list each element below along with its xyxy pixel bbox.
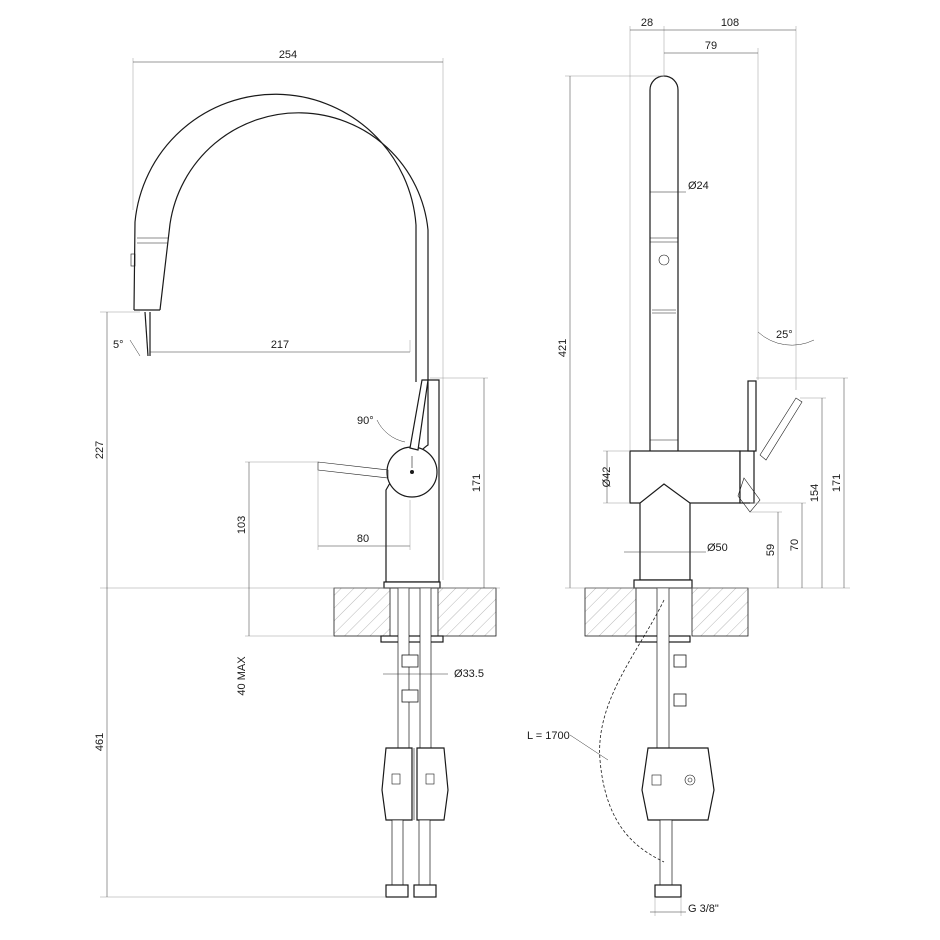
label-base-height: 59 (765, 544, 777, 556)
front-view: 254 217 80 5° 90° 227 103 40 MAX 461 171… (94, 49, 500, 898)
label-handle-angle: 90° (357, 415, 374, 427)
front-countertop (333, 587, 497, 637)
label-spout-diameter: Ø24 (688, 180, 709, 192)
side-spout (649, 75, 679, 453)
label-outlet-offset: 217 (271, 339, 289, 351)
label-total-height: 421 (557, 339, 569, 357)
label-spout-tip-offset: 28 (641, 17, 653, 29)
label-lever-height-side: 171 (831, 474, 843, 492)
side-countertop (584, 587, 749, 637)
label-spout-reach: 254 (279, 49, 297, 61)
label-deck-thickness: 40 MAX (236, 656, 248, 696)
label-hole-diameter: Ø33.5 (454, 668, 484, 680)
label-handle-height: 103 (236, 516, 248, 534)
label-body-diameter: Ø42 (601, 467, 613, 488)
label-below-deck: 461 (94, 733, 106, 751)
front-body (317, 379, 444, 643)
front-spout (130, 93, 429, 382)
side-hoses (599, 587, 715, 898)
label-outlet-angle: 5° (113, 339, 124, 351)
label-lever-mid-height: 154 (809, 484, 821, 502)
side-dimension-labels: 28 108 79 421 Ø24 25° Ø42 Ø50 171 154 70… (527, 17, 843, 915)
label-base-diameter: Ø50 (707, 542, 728, 554)
label-handle-offset: 80 (357, 533, 369, 545)
label-lever-angle: 25° (776, 329, 793, 341)
side-view: 28 108 79 421 Ø24 25° Ø42 Ø50 171 154 70… (527, 17, 850, 916)
label-connection-thread: G 3/8" (688, 903, 719, 915)
label-hose-length: L = 1700 (527, 730, 570, 742)
label-lever-reach: 108 (721, 17, 739, 29)
front-hoses (381, 587, 449, 898)
label-lever-low-height: 70 (789, 539, 801, 551)
label-lever-height: 171 (471, 474, 483, 492)
label-outlet-height: 227 (94, 441, 106, 459)
side-dimension-lines (565, 26, 850, 916)
label-spout-axis-offset: 79 (705, 40, 717, 52)
front-dimension-labels: 254 217 80 5° 90° 227 103 40 MAX 461 171… (94, 49, 484, 751)
front-dimension-lines (100, 58, 500, 898)
side-body (629, 380, 803, 643)
label-hole-diameter-value: 33.5 (463, 668, 484, 680)
